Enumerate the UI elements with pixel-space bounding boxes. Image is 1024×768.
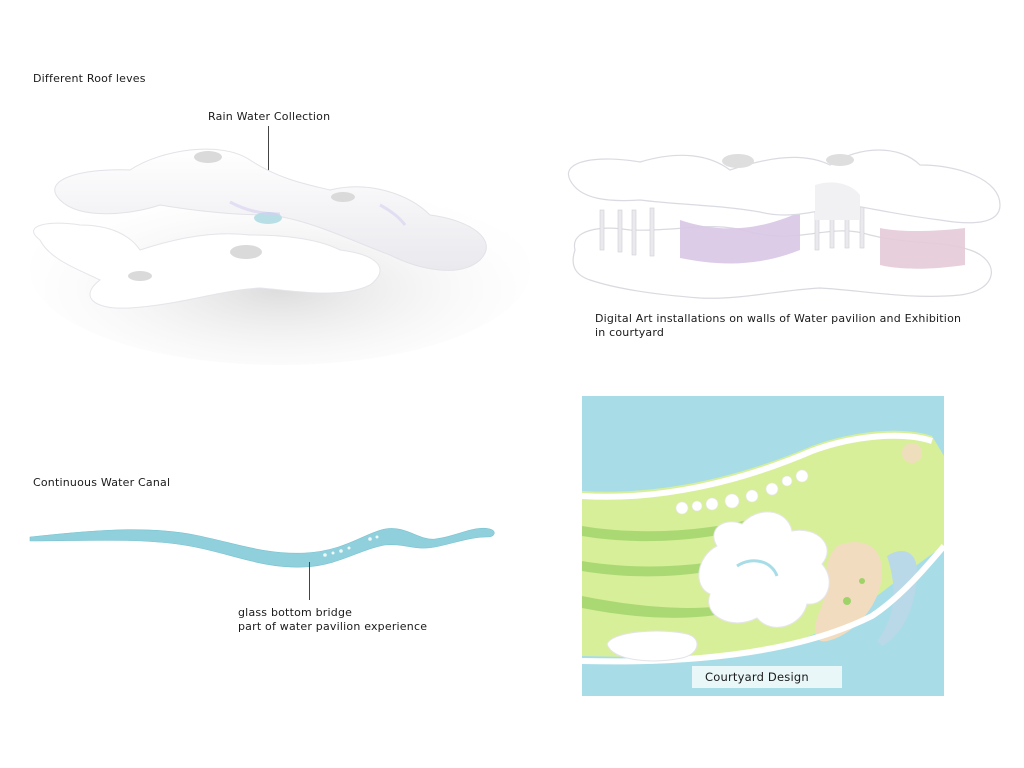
digital-art-label-line1: Digital Art installations on walls of Wa…	[595, 312, 962, 325]
pavilion-footprint	[698, 511, 830, 628]
lower-roof-slab	[33, 222, 381, 309]
courtyard-design-label: Courtyard Design	[705, 670, 809, 684]
roof-levels-diagram	[30, 148, 530, 365]
water-canal	[29, 527, 495, 568]
glass-bridge-label-line2: part of water pavilion experience	[238, 620, 428, 633]
roof-opening	[230, 245, 262, 259]
upper-roof-slab	[54, 148, 487, 271]
roof-opening	[722, 154, 754, 168]
digital-art-wall	[680, 212, 800, 264]
roof-opening	[331, 192, 355, 202]
roof-opening	[826, 154, 854, 166]
water-canal-label: Continuous Water Canal	[33, 476, 171, 489]
digital-art-label-line2: in courtyard	[595, 326, 665, 339]
water-canal-diagram	[29, 527, 495, 568]
roof-levels-label: Different Roof leves	[33, 72, 146, 85]
rain-water-collection-label: Rain Water Collection	[208, 110, 331, 123]
digital-art-wall	[880, 228, 965, 269]
rain-water-leader-line	[268, 126, 269, 188]
glass-bridge-label-line1: glass bottom bridge	[238, 606, 353, 619]
pavilion-roof	[567, 149, 1001, 224]
sand-garden	[815, 542, 882, 642]
courtyard-plan	[582, 396, 944, 696]
roof-opening	[194, 151, 222, 163]
water-pavilion-diagram	[567, 149, 1001, 299]
bridge-leader-line	[309, 562, 310, 600]
roof-opening	[128, 271, 152, 281]
